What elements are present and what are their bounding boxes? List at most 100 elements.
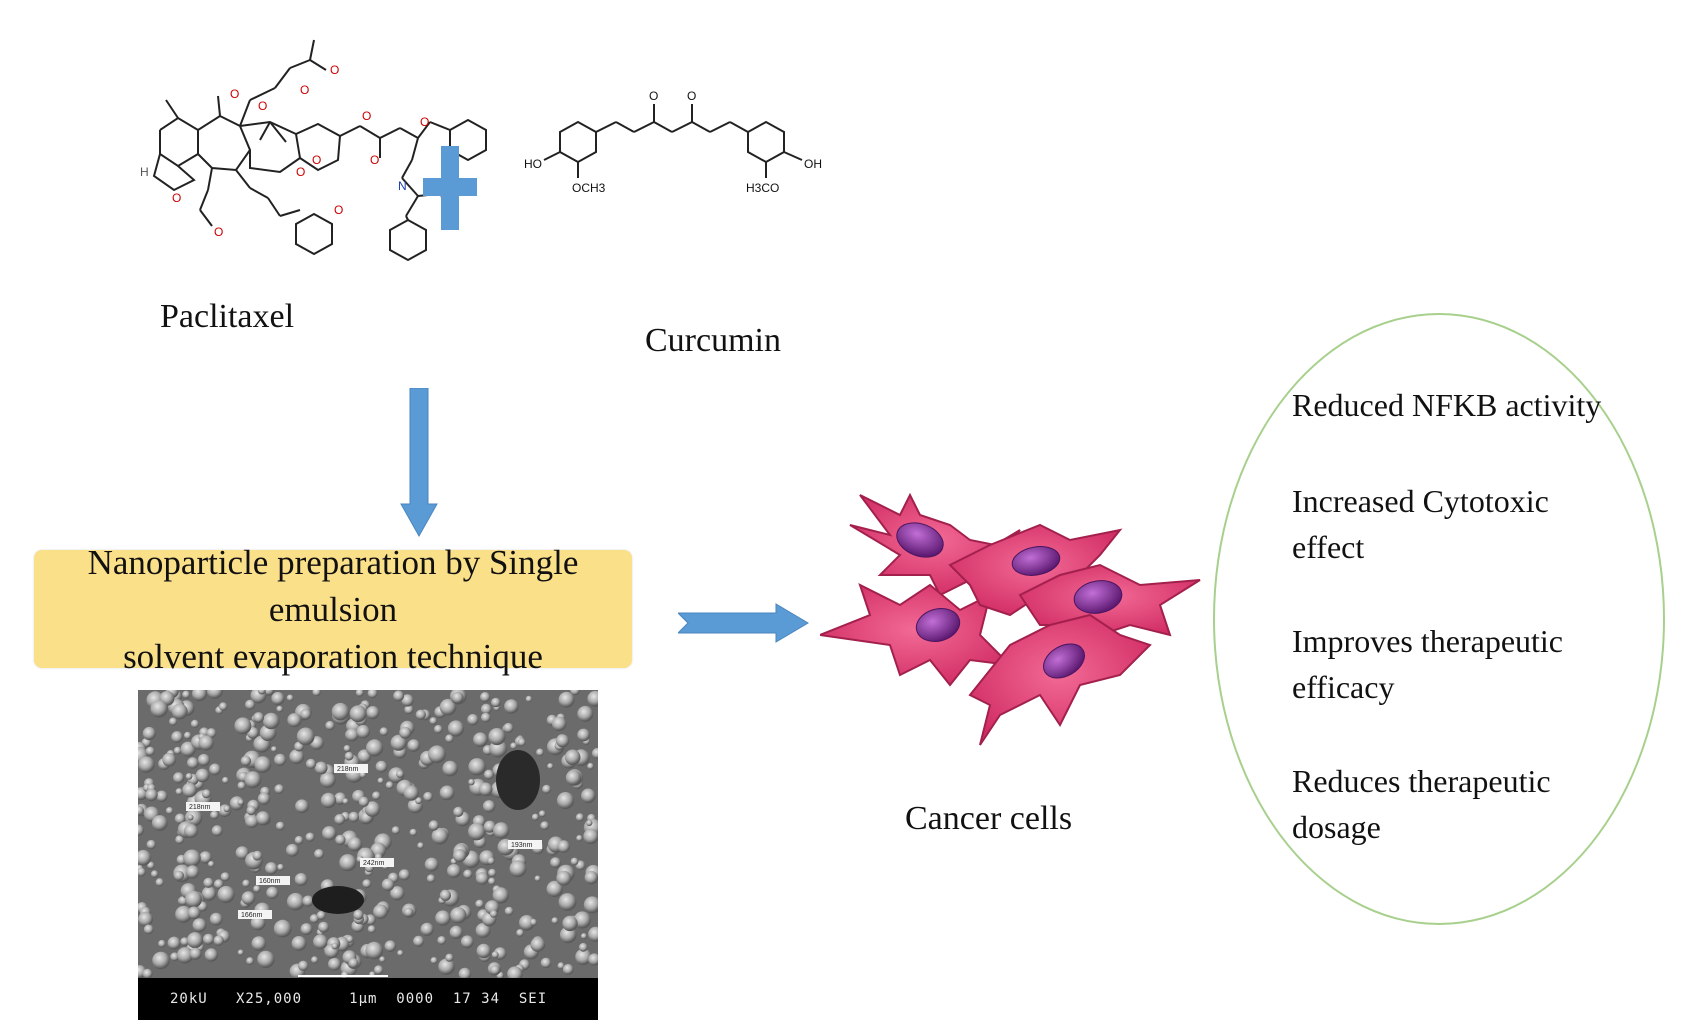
nanoparticle: [467, 714, 479, 726]
nanoparticle: [557, 962, 565, 970]
nanoparticle: [176, 947, 194, 964]
nanoparticle: [372, 791, 381, 800]
nanoparticle: [415, 797, 423, 805]
nanoparticle: [364, 801, 381, 817]
nanoparticle: [300, 923, 313, 936]
nanoparticle: [257, 690, 266, 695]
nanoparticle: [171, 703, 188, 720]
nanoparticle: [167, 936, 181, 950]
nanoparticle: [187, 906, 201, 920]
nanoparticle: [531, 813, 539, 821]
nanoparticle: [190, 719, 199, 728]
nanoparticle: [322, 826, 337, 841]
nanoparticle: [538, 810, 546, 818]
nanoparticle: [390, 886, 405, 901]
nanoparticle: [189, 947, 202, 960]
right-arrow: [678, 603, 809, 643]
oxygen-atom-label: O: [296, 165, 305, 179]
nucleus: [915, 608, 961, 642]
particle-size-tag: [508, 840, 542, 849]
nanoparticle: [367, 690, 378, 699]
nanoparticle: [171, 731, 183, 743]
nanoparticle: [403, 907, 414, 918]
nanoparticle: [587, 690, 598, 707]
sem-particles: 218nm 218nm 193nm 242nm 160nm 166nm: [138, 690, 598, 978]
nanoparticle: [286, 843, 299, 857]
nanoparticle: [430, 957, 438, 964]
nanoparticle: [275, 821, 285, 831]
nanoparticle: [475, 899, 484, 909]
nucleus: [1073, 580, 1123, 614]
particle-size-label: 160nm: [259, 878, 281, 885]
nanoparticle: [202, 933, 215, 945]
nanoparticle: [251, 936, 267, 951]
nanoparticle: [345, 728, 359, 742]
nanoparticle: [445, 734, 454, 743]
nanoparticle: [583, 896, 598, 914]
nanoparticle: [320, 792, 337, 809]
nanoparticle: [255, 811, 271, 826]
nanoparticle: [201, 789, 211, 799]
nanoparticle: [450, 907, 467, 924]
nanoparticle: [460, 935, 474, 949]
nanoparticle: [453, 849, 467, 863]
curcumin-label: Curcumin: [645, 322, 781, 359]
process-line-2: solvent evaporation technique: [123, 636, 543, 676]
nanoparticle: [413, 935, 425, 947]
cancer-cell: [820, 583, 1013, 687]
nanoparticle: [253, 712, 264, 723]
nanoparticle: [491, 951, 499, 959]
oxygen-atom-label: O: [214, 225, 223, 239]
nanoparticle: [370, 842, 387, 859]
nanoparticle: [206, 690, 223, 699]
effect-line: dosage: [1292, 809, 1381, 845]
nanoparticle: [353, 909, 364, 920]
nanoparticle: [507, 966, 523, 978]
nanoparticle: [565, 770, 581, 786]
nanoparticle: [146, 839, 156, 850]
nanoparticle: [573, 911, 591, 929]
nanoparticle: [253, 885, 261, 893]
nanoparticle: [519, 915, 535, 931]
nanoparticle: [480, 692, 491, 703]
nanoparticle: [562, 915, 578, 932]
nanoparticle: [556, 792, 575, 810]
nanoparticle: [319, 772, 336, 788]
nanoparticle: [439, 889, 451, 901]
nanoparticle: [564, 749, 581, 766]
nanoparticle: [173, 870, 184, 881]
nanoparticle: [362, 879, 372, 889]
nanoparticle: [575, 948, 592, 966]
nanoparticle: [245, 814, 259, 829]
nanoparticle: [296, 727, 315, 746]
nanoparticle: [487, 857, 495, 865]
nanoparticle: [342, 798, 349, 805]
oxygen-atom-label: O: [258, 99, 267, 113]
nanoparticle: [575, 813, 584, 822]
nanoparticle: [458, 967, 472, 978]
nanoparticle: [183, 731, 192, 740]
nanoparticle: [305, 832, 315, 842]
nanoparticle: [534, 875, 541, 882]
nanoparticle: [391, 826, 400, 835]
particle-size-tag: [238, 910, 272, 919]
nanoparticle: [434, 724, 443, 734]
nanoparticle: [147, 861, 155, 870]
effect-line: efficacy: [1292, 669, 1395, 705]
nanoparticle: [173, 772, 185, 784]
nanoparticle: [562, 964, 574, 975]
nanoparticle: [509, 860, 527, 878]
nanoparticle: [138, 911, 153, 927]
nanoparticle: [420, 922, 434, 936]
nanoparticle: [428, 745, 446, 764]
nanoparticle: [578, 942, 588, 952]
nanoparticle: [453, 806, 464, 817]
nanoparticle: [559, 926, 577, 944]
particle-size-label: 218nm: [189, 804, 211, 811]
nanoparticle: [407, 739, 421, 752]
nanoparticle: [584, 870, 598, 885]
nanoparticle: [220, 872, 230, 882]
cancer-cells-illustration: [820, 492, 1201, 746]
nanoparticle: [399, 726, 412, 739]
nanoparticle: [490, 965, 500, 975]
